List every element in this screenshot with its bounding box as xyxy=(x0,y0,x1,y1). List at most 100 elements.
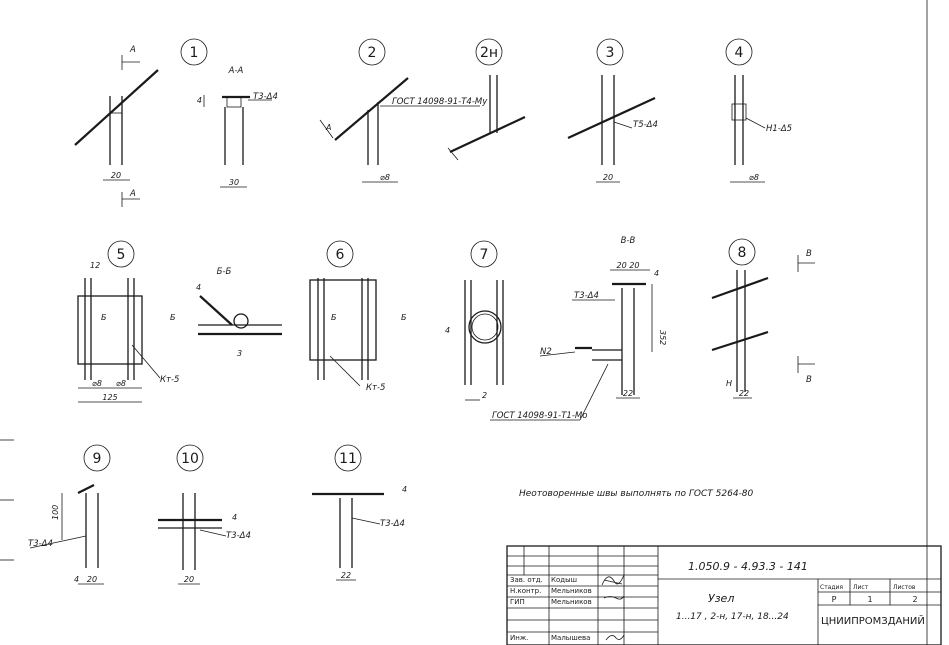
section-mark: А xyxy=(129,189,136,199)
weld-label: Т5-Δ4 xyxy=(633,120,658,130)
node-number-circle xyxy=(180,38,208,66)
weld-label: Т3-Δ4 xyxy=(574,291,599,301)
node-number: 9 xyxy=(93,451,102,467)
node-number: 7 xyxy=(480,247,489,263)
role-label: Инж. xyxy=(510,634,528,642)
node-number: 4 xyxy=(735,45,744,61)
node-8: 8 В В Н 22 xyxy=(711,238,815,399)
stage-value: Р xyxy=(832,595,837,604)
dim-label: 4 xyxy=(232,513,237,522)
dim-label: 30 xyxy=(229,178,239,187)
dim-label: 22 xyxy=(739,389,749,398)
weld-label: Т3-Δ4 xyxy=(28,539,53,549)
title-block: 1.050.9 - 4.93.3 - 141 Зав. отд. Кодыш Н… xyxy=(506,545,942,645)
node-6: 6 Б Б Кт-5 xyxy=(309,240,407,393)
node-3: 3 Т5-Δ4 20 xyxy=(567,38,658,183)
dim-label: 352 xyxy=(658,330,667,345)
sheets-value: 2 xyxy=(912,595,917,604)
weld-label: Т3-Δ4 xyxy=(380,519,405,529)
section-mark: В xyxy=(806,249,812,259)
node-number: 2н xyxy=(480,45,498,61)
weld-label: Т3-Δ4 xyxy=(226,531,251,541)
dim-label: 4 xyxy=(196,283,201,292)
section-title: А-А xyxy=(228,66,244,76)
dim-label: ⌀8 xyxy=(92,379,102,388)
dim-label: ⌀8 xyxy=(116,379,126,388)
node-4: 4 Н1-Δ5 ⌀8 xyxy=(725,38,792,183)
dim-label: 100 xyxy=(51,505,60,520)
weld-label: Н1-Δ5 xyxy=(766,124,792,134)
node-9: 9 100 Т3-Δ4 4 20 xyxy=(28,444,111,585)
dim-label: 125 xyxy=(102,393,117,402)
section-mark: Б xyxy=(331,313,337,322)
weld-label: Кт-5 xyxy=(160,375,179,385)
section-mark: Б xyxy=(170,313,176,322)
dim-label: 12 xyxy=(90,261,100,270)
dim-label: 20 20 xyxy=(617,261,640,270)
section-title: В-В xyxy=(621,236,636,246)
weld-label: ГОСТ 14098-91-Т1-Мо xyxy=(492,411,587,421)
signature xyxy=(605,634,625,641)
node-number: 5 xyxy=(117,247,126,263)
dim-label: ⌀8 xyxy=(380,173,390,182)
node-5: 5 12 Б Б Кт-5 ⌀8 ⌀8 125 Б-Б 4 3 xyxy=(77,240,282,403)
node-number: 8 xyxy=(738,245,747,261)
node-number: 3 xyxy=(606,45,615,61)
general-note: Неотоворенные швы выполнять по ГОСТ 5264… xyxy=(519,489,754,499)
dim-label: 22 xyxy=(623,389,633,398)
dim-label: 20 xyxy=(111,171,121,180)
role-name: Малышева xyxy=(551,634,590,642)
node-number: 1 xyxy=(190,45,199,61)
node-number: 6 xyxy=(336,247,345,263)
dim-label: 20 xyxy=(184,575,194,584)
sheet-header: Лист xyxy=(853,584,869,591)
sheet-value: 1 xyxy=(867,595,872,604)
role-name: Кодыш xyxy=(551,576,577,584)
section-mark: А xyxy=(129,45,136,55)
dim-label: ⌀8 xyxy=(749,173,759,182)
node-number: 2 xyxy=(368,45,377,61)
node-2: 2 А ГОСТ 14098-91-Т4-Мy ⌀8 xyxy=(319,38,488,183)
dim-label: 22 xyxy=(341,571,351,580)
dim-label: 4 xyxy=(197,96,202,105)
drawing-title: Узел xyxy=(708,592,734,605)
weld-label: Т3-Δ4 xyxy=(253,92,278,102)
dim-label: 4 xyxy=(402,485,407,494)
signature xyxy=(603,595,625,600)
rafter xyxy=(74,69,159,146)
section-mark: Б xyxy=(101,313,107,322)
dim-label: 20 xyxy=(87,575,97,584)
n2-label: N2 xyxy=(540,347,552,357)
role-label: Н.контр. xyxy=(510,587,541,595)
role-label: Зав. отд. xyxy=(510,576,543,584)
dim-label: 4 xyxy=(74,575,79,584)
weld-label: Кт-5 xyxy=(366,383,385,393)
sheets-header: Листов xyxy=(893,584,916,591)
node-1: 1 А 20 А А-А 4 Т3-Δ4 30 xyxy=(74,38,278,207)
role-label: ГИП xyxy=(510,598,525,606)
section-mark: Б xyxy=(401,313,407,322)
stage-header: Стадия xyxy=(820,584,843,591)
drawing-subtitle: 1...17 , 2-н, 17-н, 18...24 xyxy=(676,612,789,622)
node-2n: 2н xyxy=(447,38,526,161)
node-11: 11 Т3-Δ4 4 22 xyxy=(312,444,407,581)
dim-label: 4 xyxy=(654,269,659,278)
dim-label: 3 xyxy=(237,349,242,358)
role-name: Мельников xyxy=(551,598,592,606)
dim-label: 4 xyxy=(445,326,450,335)
dim-label: 20 xyxy=(603,173,613,182)
node-number: 11 xyxy=(339,451,357,467)
doc-code: 1.050.9 - 4.93.3 - 141 xyxy=(688,560,808,573)
node-number: 10 xyxy=(181,451,199,467)
weld-label: ГОСТ 14098-91-Т4-Мy xyxy=(392,97,488,107)
dim-label: 2 xyxy=(482,391,487,400)
section-mark: В xyxy=(806,375,812,385)
node-10: 10 Т3-Δ4 4 20 xyxy=(158,444,251,585)
organization: ЦНИИПРОМЗДАНИЙ xyxy=(821,614,925,627)
signature xyxy=(601,574,625,586)
section-title: Б-Б xyxy=(217,267,232,277)
role-name: Мельников xyxy=(551,587,592,595)
section-mark: А xyxy=(325,123,331,132)
node-7: 7 4 2 В-В 20 20 352 4 Т3-Δ4 N2 22 ГОСТ 1… xyxy=(445,236,667,421)
